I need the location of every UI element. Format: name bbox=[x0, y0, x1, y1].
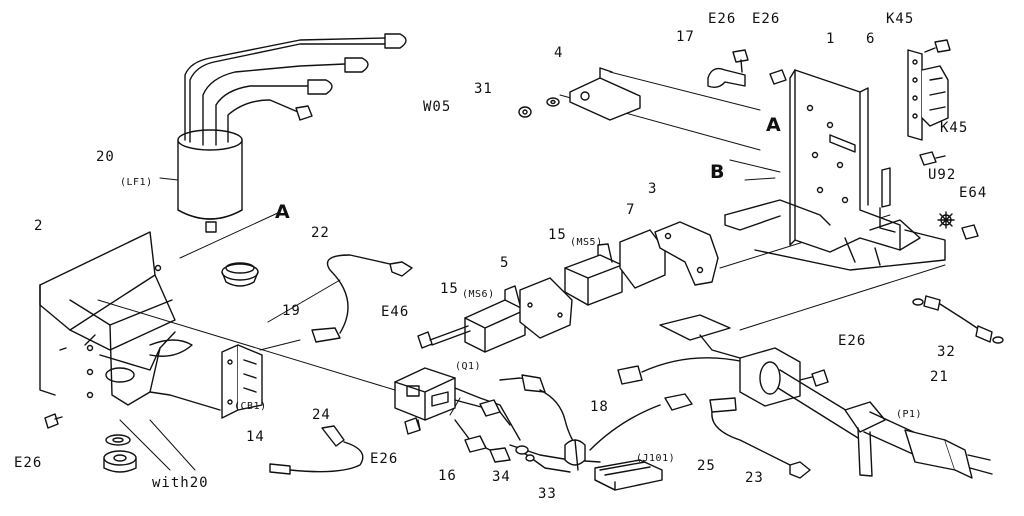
callout-with20: with20 bbox=[152, 475, 209, 491]
callout-a-right: A bbox=[766, 114, 782, 136]
bracket-3 bbox=[654, 221, 719, 286]
wire-32 bbox=[912, 295, 1004, 344]
callout-b: B bbox=[710, 161, 726, 183]
screw-e64 bbox=[961, 224, 979, 240]
callout-k45-top: K45 bbox=[886, 11, 915, 27]
circuit-breaker-cb1 bbox=[221, 344, 263, 419]
callout-22: 22 bbox=[311, 225, 330, 241]
callout-e26-left: E26 bbox=[14, 455, 43, 471]
callout-2: 2 bbox=[34, 218, 44, 234]
washer-31 bbox=[546, 97, 560, 107]
wire-22 bbox=[311, 254, 413, 343]
clamp-17 bbox=[707, 49, 787, 89]
micro-switch-ms5 bbox=[564, 243, 623, 306]
bracket-4 bbox=[569, 67, 641, 121]
power-cord-p1 bbox=[659, 314, 993, 479]
line-filter-lf1 bbox=[159, 33, 407, 233]
bracket-6 bbox=[907, 49, 949, 141]
callout-3: 3 bbox=[648, 181, 658, 197]
grommet-19 bbox=[221, 262, 259, 287]
callout-24: 24 bbox=[312, 407, 331, 423]
wire-23 bbox=[589, 357, 811, 479]
gear-u92 bbox=[937, 211, 955, 229]
callout-16: 16 bbox=[438, 468, 457, 484]
callout-k45-mid: K45 bbox=[940, 120, 969, 136]
washer-and-nut bbox=[103, 434, 137, 473]
plate-7 bbox=[619, 229, 666, 289]
callout-e26-c: E26 bbox=[838, 333, 867, 349]
callout-15-ms6: 15 bbox=[440, 281, 459, 297]
callout-20-top: 20 bbox=[96, 149, 115, 165]
callout-q1: (Q1) bbox=[455, 361, 482, 372]
callout-31: 31 bbox=[474, 81, 493, 97]
callout-e26-b: E26 bbox=[752, 11, 781, 27]
callout-5: 5 bbox=[500, 255, 510, 271]
callout-32: 32 bbox=[937, 344, 956, 360]
callout-w05: W05 bbox=[423, 99, 452, 115]
screw-e46 bbox=[417, 325, 471, 349]
screw-k45-top bbox=[924, 39, 951, 53]
callout-14: 14 bbox=[246, 429, 265, 445]
connector-j101 bbox=[594, 459, 663, 491]
screw-e26-left bbox=[44, 413, 63, 429]
callout-23: 23 bbox=[745, 470, 764, 486]
callout-u92: U92 bbox=[928, 167, 957, 183]
callout-19: 19 bbox=[282, 303, 301, 319]
callout-j101: (J101) bbox=[636, 453, 676, 464]
callout-e26-a: E26 bbox=[708, 11, 737, 27]
callout-lf1: (LF1) bbox=[120, 177, 153, 188]
wire-24 bbox=[269, 425, 364, 475]
callout-e46: E46 bbox=[381, 304, 410, 320]
cable-clamp-18 bbox=[564, 439, 586, 471]
callout-17: 17 bbox=[676, 29, 695, 45]
callout-18: 18 bbox=[590, 399, 609, 415]
callout-21: 21 bbox=[930, 369, 949, 385]
plate-5 bbox=[519, 277, 573, 339]
callout-p1: (P1) bbox=[896, 409, 923, 420]
washer-w05 bbox=[518, 106, 532, 118]
micro-switch-ms6 bbox=[464, 285, 526, 353]
leader-lines bbox=[97, 71, 946, 471]
screw-k45-mid bbox=[919, 151, 946, 166]
callout-4: 4 bbox=[554, 45, 564, 61]
callout-25: 25 bbox=[697, 458, 716, 474]
callout-e64: E64 bbox=[959, 185, 988, 201]
callout-34: 34 bbox=[492, 469, 511, 485]
callout-1: 1 bbox=[826, 31, 836, 47]
screw-e26-d bbox=[404, 417, 421, 435]
callout-7: 7 bbox=[626, 202, 636, 218]
callout-6: 6 bbox=[866, 31, 876, 47]
chassis-1 bbox=[724, 69, 946, 271]
callout-a-left: A bbox=[275, 201, 291, 223]
callout-cb1: (CB1) bbox=[234, 401, 267, 412]
callout-e26-d: E26 bbox=[370, 451, 399, 467]
callout-ms6: (MS6) bbox=[462, 289, 495, 300]
callout-ms5: (MS5) bbox=[570, 237, 603, 248]
bracket-2 bbox=[39, 231, 221, 411]
callout-15-ms5: 15 bbox=[548, 227, 567, 243]
screw-e26-p1 bbox=[799, 369, 829, 387]
callout-33: 33 bbox=[538, 486, 557, 502]
relay-q1 bbox=[394, 367, 456, 433]
